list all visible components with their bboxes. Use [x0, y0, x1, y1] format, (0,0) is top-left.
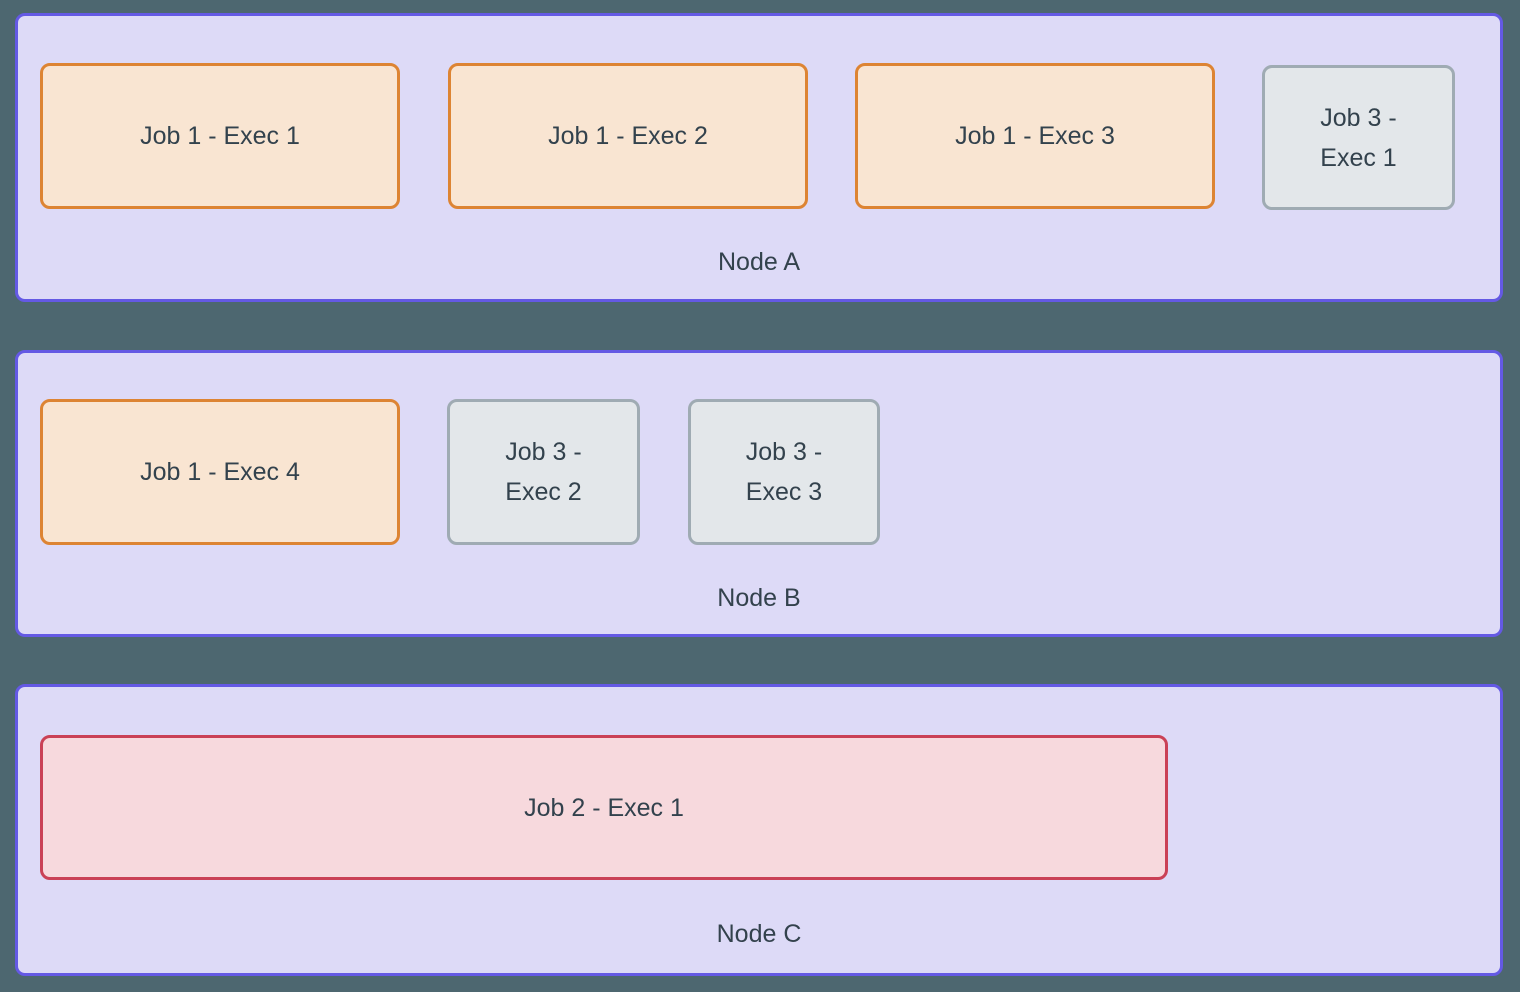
job3-exec1-box: Job 3 - Exec 1 — [1262, 65, 1455, 210]
job3-exec3-label: Job 3 - Exec 3 — [745, 438, 823, 506]
cluster-node-b: Job 1 - Exec 4 Job 3 - Exec 2 Job 3 - Ex… — [15, 350, 1503, 637]
node-c-label: Node C — [716, 920, 802, 948]
job3-exec1-label: Job 3 - Exec 1 — [1320, 103, 1397, 172]
job1-exec3-box: Job 1 - Exec 3 — [855, 63, 1215, 209]
job3-exec2-label: Job 3 - Exec 2 — [505, 438, 582, 506]
job1-exec3-label: Job 1 - Exec 3 — [955, 122, 1115, 150]
job2-exec1-label: Job 2 - Exec 1 — [524, 793, 684, 822]
job1-exec4-label: Job 1 - Exec 4 — [140, 458, 300, 486]
job1-exec1-box: Job 1 - Exec 1 — [40, 63, 400, 209]
job3-exec2-box: Job 3 - Exec 2 — [447, 399, 640, 545]
job1-exec2-label: Job 1 - Exec 2 — [548, 122, 708, 150]
job2-exec1-box: Job 2 - Exec 1 — [40, 735, 1168, 880]
cluster-node-c: Job 2 - Exec 1 Node C — [15, 684, 1503, 976]
node-b-label: Node B — [717, 584, 801, 612]
job1-exec4-box: Job 1 - Exec 4 — [40, 399, 400, 545]
job1-exec2-box: Job 1 - Exec 2 — [448, 63, 808, 209]
cluster-node-a: Job 1 - Exec 1 Job 1 - Exec 2 Job 1 - Ex… — [15, 13, 1503, 302]
job1-exec1-label: Job 1 - Exec 1 — [140, 122, 300, 150]
node-a-label: Node A — [717, 248, 800, 276]
job3-exec3-box: Job 3 - Exec 3 — [688, 399, 880, 545]
